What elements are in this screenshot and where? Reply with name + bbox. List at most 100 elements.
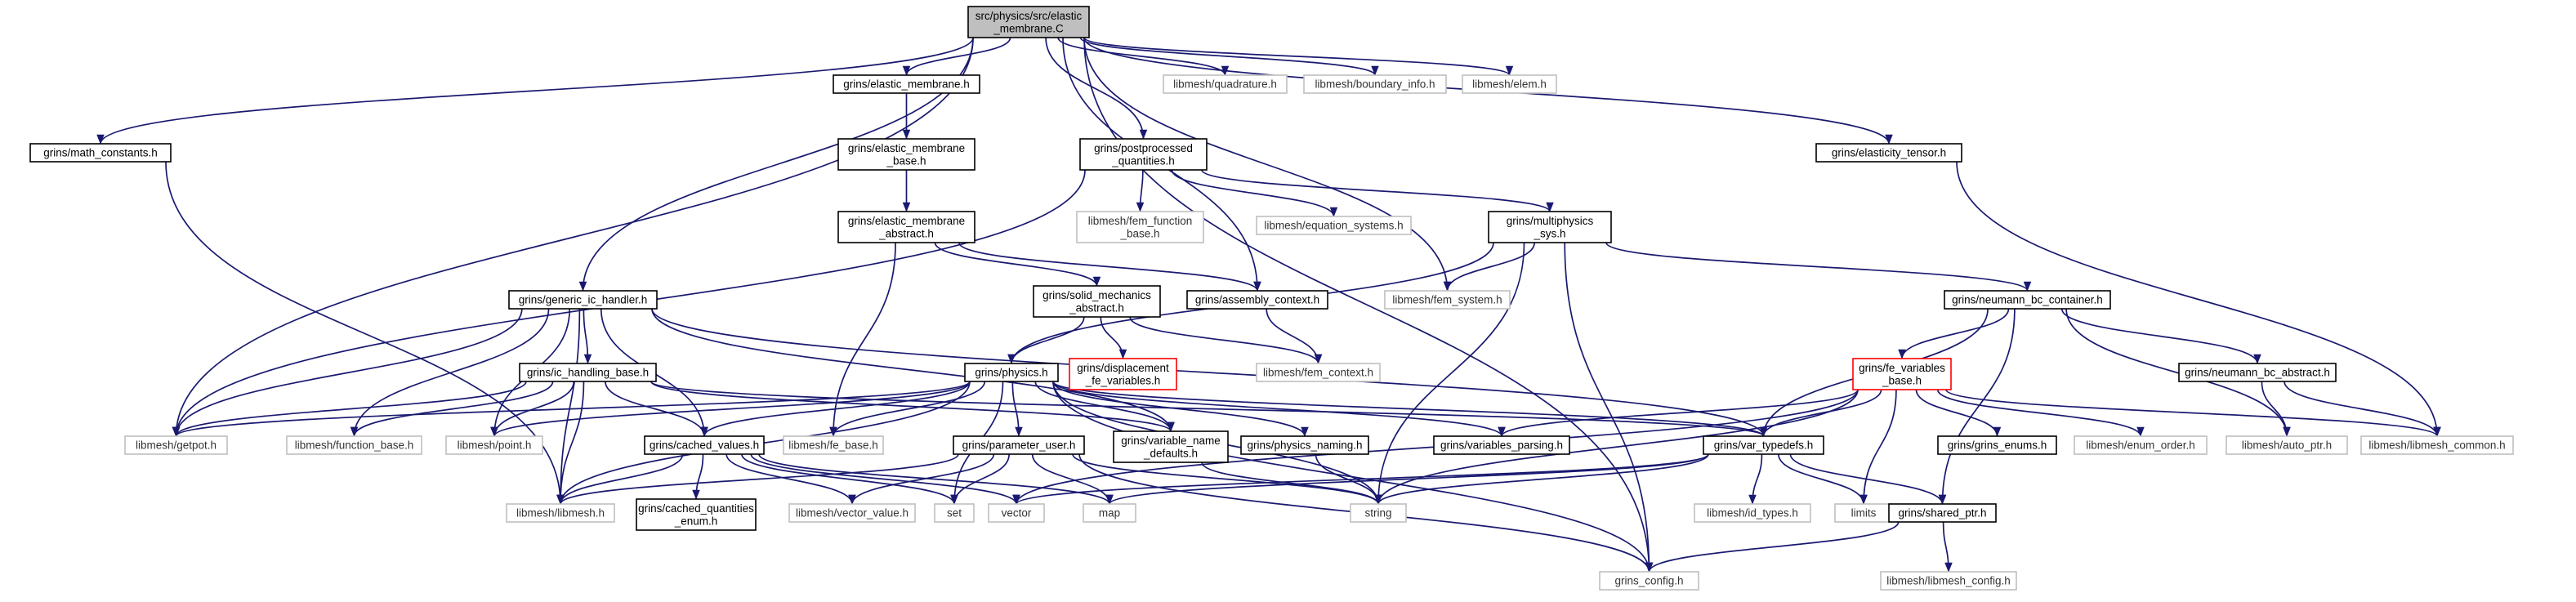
node-ic-handling-base[interactable]: grins/ic_handling_base.h — [519, 363, 657, 382]
node-vector: vector — [988, 503, 1045, 523]
node-solid-mechanics-abstract[interactable]: grins/solid_mechanics_abstract.h — [1033, 285, 1161, 318]
edge-physics-to-variable-name-defaults — [1034, 381, 1175, 432]
edge-physics-to-var-typedefs — [1052, 381, 1767, 437]
node-getpot: libmesh/getpot.h — [124, 435, 228, 455]
node-label: _fe_variables.h — [1085, 374, 1161, 386]
edge-generic-ic-handler-to-variable-name-defaults — [651, 308, 1175, 432]
node-neumann-bc-container[interactable]: grins/neumann_bc_container.h — [1944, 290, 2111, 310]
node-label: limits — [1851, 507, 1877, 520]
node-shared-ptr[interactable]: grins/shared_ptr.h — [1888, 503, 1997, 523]
edge-fe-variables-base-to-string — [1374, 389, 1859, 505]
node-label: libmesh/libmesh_common.h — [2368, 439, 2505, 452]
edge-parameter-user-to-string — [1072, 453, 1382, 505]
node-label: grins/math_constants.h — [43, 147, 158, 159]
node-label: src/physics/src/elastic — [975, 10, 1083, 22]
edge-physics-to-cached-values — [700, 381, 971, 437]
edge-solid-mechanics-abstract-to-displacement-fe-variables — [1100, 316, 1127, 359]
node-label: _base.h — [1882, 374, 1922, 386]
node-label: _abstract.h — [1069, 301, 1124, 314]
edge-fe-variables-base-to-enum-order — [1936, 389, 2145, 437]
edge-cached-values-to-libmesh-h — [556, 453, 684, 505]
node-grins-enums[interactable]: grins/grins_enums.h — [1937, 435, 2057, 455]
node-label: grins/parameter_user.h — [962, 439, 1076, 452]
node-fem-system: libmesh/fem_system.h — [1384, 290, 1511, 310]
node-label: libmesh/boundary_info.h — [1315, 78, 1435, 91]
edge-neumann-bc-abstract-to-libmesh-common — [2284, 381, 2441, 437]
node-label: _abstract.h — [878, 227, 934, 239]
node-label: grins/cached_values.h — [650, 439, 759, 452]
edge-postprocessed-to-fem-function-base — [1136, 169, 1145, 212]
node-math-constants[interactable]: grins/math_constants.h — [29, 143, 172, 163]
edge-ic-handling-base-to-cached-values — [605, 381, 708, 437]
edge-neumann-bc-container-to-shared-ptr — [1938, 308, 2016, 505]
node-label: grins/physics_naming.h — [1247, 439, 1362, 452]
edge-solid-mechanics-abstract-to-physics — [1007, 316, 1085, 364]
node-string: string — [1350, 503, 1407, 523]
edge-root-to-quadrature — [1057, 37, 1230, 76]
node-label: libmesh/point.h — [458, 439, 532, 452]
edge-generic-ic-handler-to-getpot — [172, 308, 523, 437]
node-label: libmesh/vector_value.h — [796, 507, 909, 520]
node-elasticity-tensor[interactable]: grins/elasticity_tensor.h — [1815, 143, 1962, 163]
node-var-typedefs[interactable]: grins/var_typedefs.h — [1703, 435, 1824, 455]
node-elem: libmesh/elem.h — [1462, 74, 1557, 94]
node-label: map — [1099, 507, 1120, 520]
node-cached-values[interactable]: grins/cached_values.h — [644, 435, 765, 455]
node-libmesh-h: libmesh/libmesh.h — [506, 503, 615, 523]
node-parameter-user[interactable]: grins/parameter_user.h — [953, 435, 1085, 455]
node-enum-order: libmesh/enum_order.h — [2074, 435, 2208, 455]
node-neumann-bc-abstract[interactable]: grins/neumann_bc_abstract.h — [2178, 363, 2337, 382]
nodes-layer: src/physics/src/elastic_membrane.C grins/… — [29, 6, 2514, 591]
edge-cached-values-to-vector — [750, 453, 1020, 505]
node-label: set — [947, 507, 962, 520]
node-label: libmesh/getpot.h — [136, 439, 217, 452]
edge-parameter-user-to-set — [950, 453, 1010, 505]
edge-neumann-bc-abstract-to-auto-ptr — [2261, 381, 2291, 437]
node-cached-quantities-enum[interactable]: grins/cached_quantities_enum.h — [636, 498, 757, 531]
node-boundary-info: libmesh/boundary_info.h — [1303, 74, 1447, 94]
edge-var-typedefs-to-shared-ptr — [1789, 453, 1947, 505]
node-elastic-membrane-abstract[interactable]: grins/elastic_membrane_abstract.h — [837, 211, 975, 243]
node-label: grins/assembly_context.h — [1195, 294, 1319, 306]
node-id-types: libmesh/id_types.h — [1694, 503, 1811, 523]
edge-root-to-elastic-membrane-h — [902, 37, 1011, 76]
node-label: _quantities.h — [1111, 154, 1175, 167]
edge-ic-handling-base-to-variable-name-defaults — [650, 381, 1175, 432]
node-physics-naming[interactable]: grins/physics_naming.h — [1240, 435, 1369, 455]
node-variables-parsing[interactable]: grins/variables_parsing.h — [1433, 435, 1570, 455]
edge-var-typedefs-to-map — [1105, 453, 1709, 505]
node-libmesh-common: libmesh/libmesh_common.h — [2360, 435, 2514, 455]
node-libmesh-config: libmesh/libmesh_config.h — [1880, 571, 2017, 591]
node-label: _enum.h — [674, 515, 718, 527]
node-elastic-membrane-h[interactable]: grins/elastic_membrane.h — [833, 74, 980, 94]
node-root[interactable]: src/physics/src/elastic_membrane.C — [967, 6, 1090, 38]
node-fe-base: libmesh/fe_base.h — [783, 435, 884, 455]
edge-multiphysics-sys-to-grins-config — [1564, 242, 1654, 573]
edge-root-to-postprocessed — [1045, 37, 1148, 140]
node-elastic-membrane-base[interactable]: grins/elastic_membrane_base.h — [837, 138, 975, 171]
node-fe-variables-base[interactable]: grins/fe_variables_base.h — [1852, 358, 1952, 390]
node-variable-name-defaults[interactable]: grins/variable_name_defaults.h — [1113, 430, 1229, 463]
edge-fe-variables-base-to-limits — [1859, 389, 1897, 505]
node-generic-ic-handler[interactable]: grins/generic_ic_handler.h — [508, 290, 658, 310]
node-label: grins/solid_mechanics — [1042, 289, 1151, 301]
node-equation-systems: libmesh/equation_systems.h — [1256, 216, 1412, 235]
edge-shared-ptr-to-libmesh-config — [1942, 521, 1953, 573]
node-label: grins/fe_variables — [1859, 362, 1945, 374]
node-label: grins/neumann_bc_abstract.h — [2185, 367, 2330, 379]
edge-ic-handling-base-to-function-base — [350, 381, 554, 437]
node-label: string — [1364, 507, 1391, 520]
node-postprocessed[interactable]: grins/postprocessed_quantities.h — [1079, 138, 1208, 171]
node-assembly-context[interactable]: grins/assembly_context.h — [1186, 290, 1328, 310]
node-label: grins/displacement — [1077, 362, 1169, 374]
edge-physics-to-variables-parsing — [1052, 381, 1506, 437]
node-label: grins/neumann_bc_container.h — [1952, 294, 2103, 306]
edge-var-typedefs-to-id-types — [1748, 453, 1763, 505]
node-label: grins/grins_enums.h — [1948, 439, 2047, 452]
edge-root-to-boundary-info — [1079, 37, 1379, 76]
node-displacement-fe-variables[interactable]: grins/displacement_fe_variables.h — [1069, 358, 1177, 390]
node-physics[interactable]: grins/physics.h — [964, 363, 1059, 382]
node-multiphysics-sys[interactable]: grins/multiphysics_sys.h — [1488, 211, 1612, 243]
edge-var-typedefs-to-vector — [1012, 453, 1709, 505]
